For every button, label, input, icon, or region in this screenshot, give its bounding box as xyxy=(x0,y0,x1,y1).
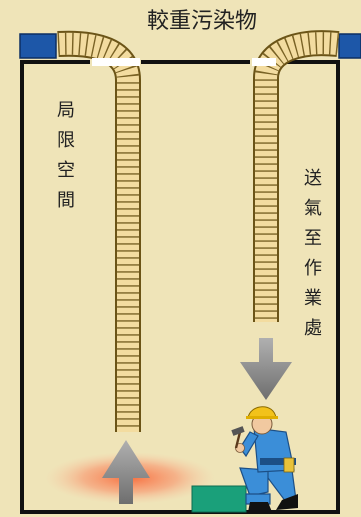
toolbox-icon xyxy=(191,485,247,513)
space-label-char: 限 xyxy=(57,130,75,151)
space-label-char: 局 xyxy=(57,100,75,121)
down-arrow-icon xyxy=(240,338,292,400)
airflow-label-char: 處 xyxy=(304,318,322,339)
airflow-label-char: 送 xyxy=(304,168,322,189)
fan-icon xyxy=(19,33,57,59)
ceiling-opening xyxy=(252,58,276,66)
airflow-label-char: 作 xyxy=(304,258,322,279)
airflow-label-char: 業 xyxy=(304,288,322,309)
airflow-label-char: 至 xyxy=(304,228,322,249)
diagram-title: 較重污染物 xyxy=(147,9,257,34)
confined-space-wall xyxy=(20,60,340,514)
up-arrow-icon xyxy=(102,440,150,504)
duct-icon xyxy=(253,30,340,322)
airflow-label: 送 氣 至 作 業 處 xyxy=(304,168,322,339)
airflow-label-char: 氣 xyxy=(304,198,322,219)
space-label-char: 空 xyxy=(57,160,75,181)
worker-icon xyxy=(231,406,298,512)
space-label-char: 間 xyxy=(57,190,75,211)
duct-icon xyxy=(57,30,141,432)
space-label: 局 限 空 間 xyxy=(57,100,75,211)
ceiling-opening xyxy=(92,58,140,66)
fan-icon xyxy=(338,33,361,59)
